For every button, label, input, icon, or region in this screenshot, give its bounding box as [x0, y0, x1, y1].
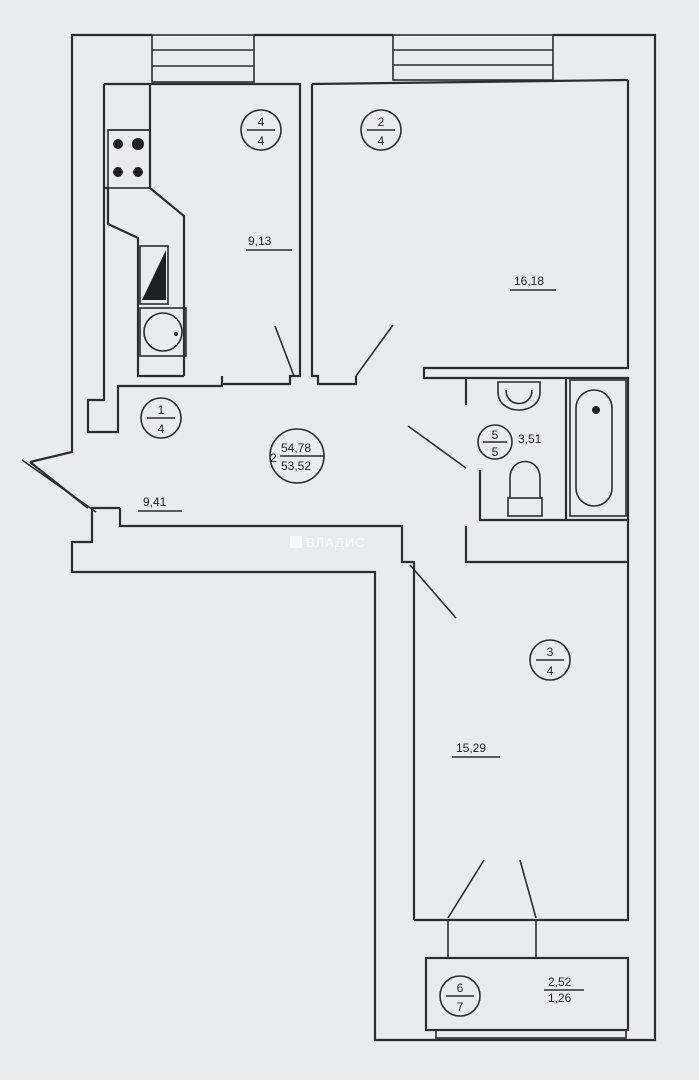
room-den: 7: [457, 1000, 464, 1014]
window-kitchen: [151, 34, 255, 83]
total-area: 54,78: [281, 441, 311, 455]
room-num: 6: [457, 981, 464, 995]
sink-icon: [139, 307, 187, 357]
room-num: 3: [547, 645, 554, 659]
room-den: 4: [378, 134, 385, 148]
room-label-bathroom: 5 5 3,51: [477, 424, 542, 460]
room-label-bedroom-large: 2 4 16,18: [360, 109, 556, 291]
entrance-door: [21, 459, 97, 513]
bedroom-small-door: [409, 564, 457, 619]
window-bedroom-large: [392, 34, 554, 81]
balcony: [424, 859, 630, 1039]
watermark-text: ВЛАДИС: [306, 535, 366, 550]
kitchen-door: [274, 325, 295, 377]
room-label-kitchen: 4 4 9,13: [240, 109, 292, 251]
room-area: 16,18: [514, 274, 544, 288]
fridge-icon: [139, 245, 169, 305]
room-den: 4: [158, 422, 165, 436]
room-num: 1: [158, 403, 165, 417]
room-num: 2: [378, 115, 385, 129]
room-label-bedroom-small: 3 4 15,29: [452, 639, 571, 758]
room-area-top: 2,52: [548, 975, 572, 989]
room-area: 3,51: [518, 432, 542, 446]
room-area-bottom: 1,26: [548, 991, 572, 1005]
room-num: 5: [492, 428, 499, 442]
outer-walls: [29, 33, 657, 1042]
hall-walls: [29, 461, 628, 920]
bathroom-door: [407, 425, 467, 469]
room-area: 15,29: [456, 741, 486, 755]
room-den: 4: [258, 134, 265, 148]
totals-label: 2 54,78 53,52: [269, 428, 325, 484]
room-den: 5: [492, 445, 499, 459]
room-label-balcony: 6 7 2,52 1,26: [439, 975, 584, 1017]
room-area: 9,41: [143, 495, 167, 509]
bedroom-large-walls: [310, 78, 629, 386]
room-label-hall: 1 4 9,41: [138, 397, 182, 512]
washbasin-icon: [497, 381, 541, 411]
bedroom-large-door: [355, 324, 394, 377]
room-area: 9,13: [248, 234, 272, 248]
bathtub-icon: [569, 379, 627, 517]
room-den: 4: [547, 664, 554, 678]
stove-icon: [107, 129, 151, 189]
watermark: ВЛАДИС: [290, 535, 366, 550]
toilet-icon: [507, 460, 543, 517]
room-num: 4: [258, 115, 265, 129]
rooms-count: 2: [270, 451, 277, 465]
bathroom-walls: [466, 376, 630, 522]
living-area: 53,52: [281, 459, 311, 473]
